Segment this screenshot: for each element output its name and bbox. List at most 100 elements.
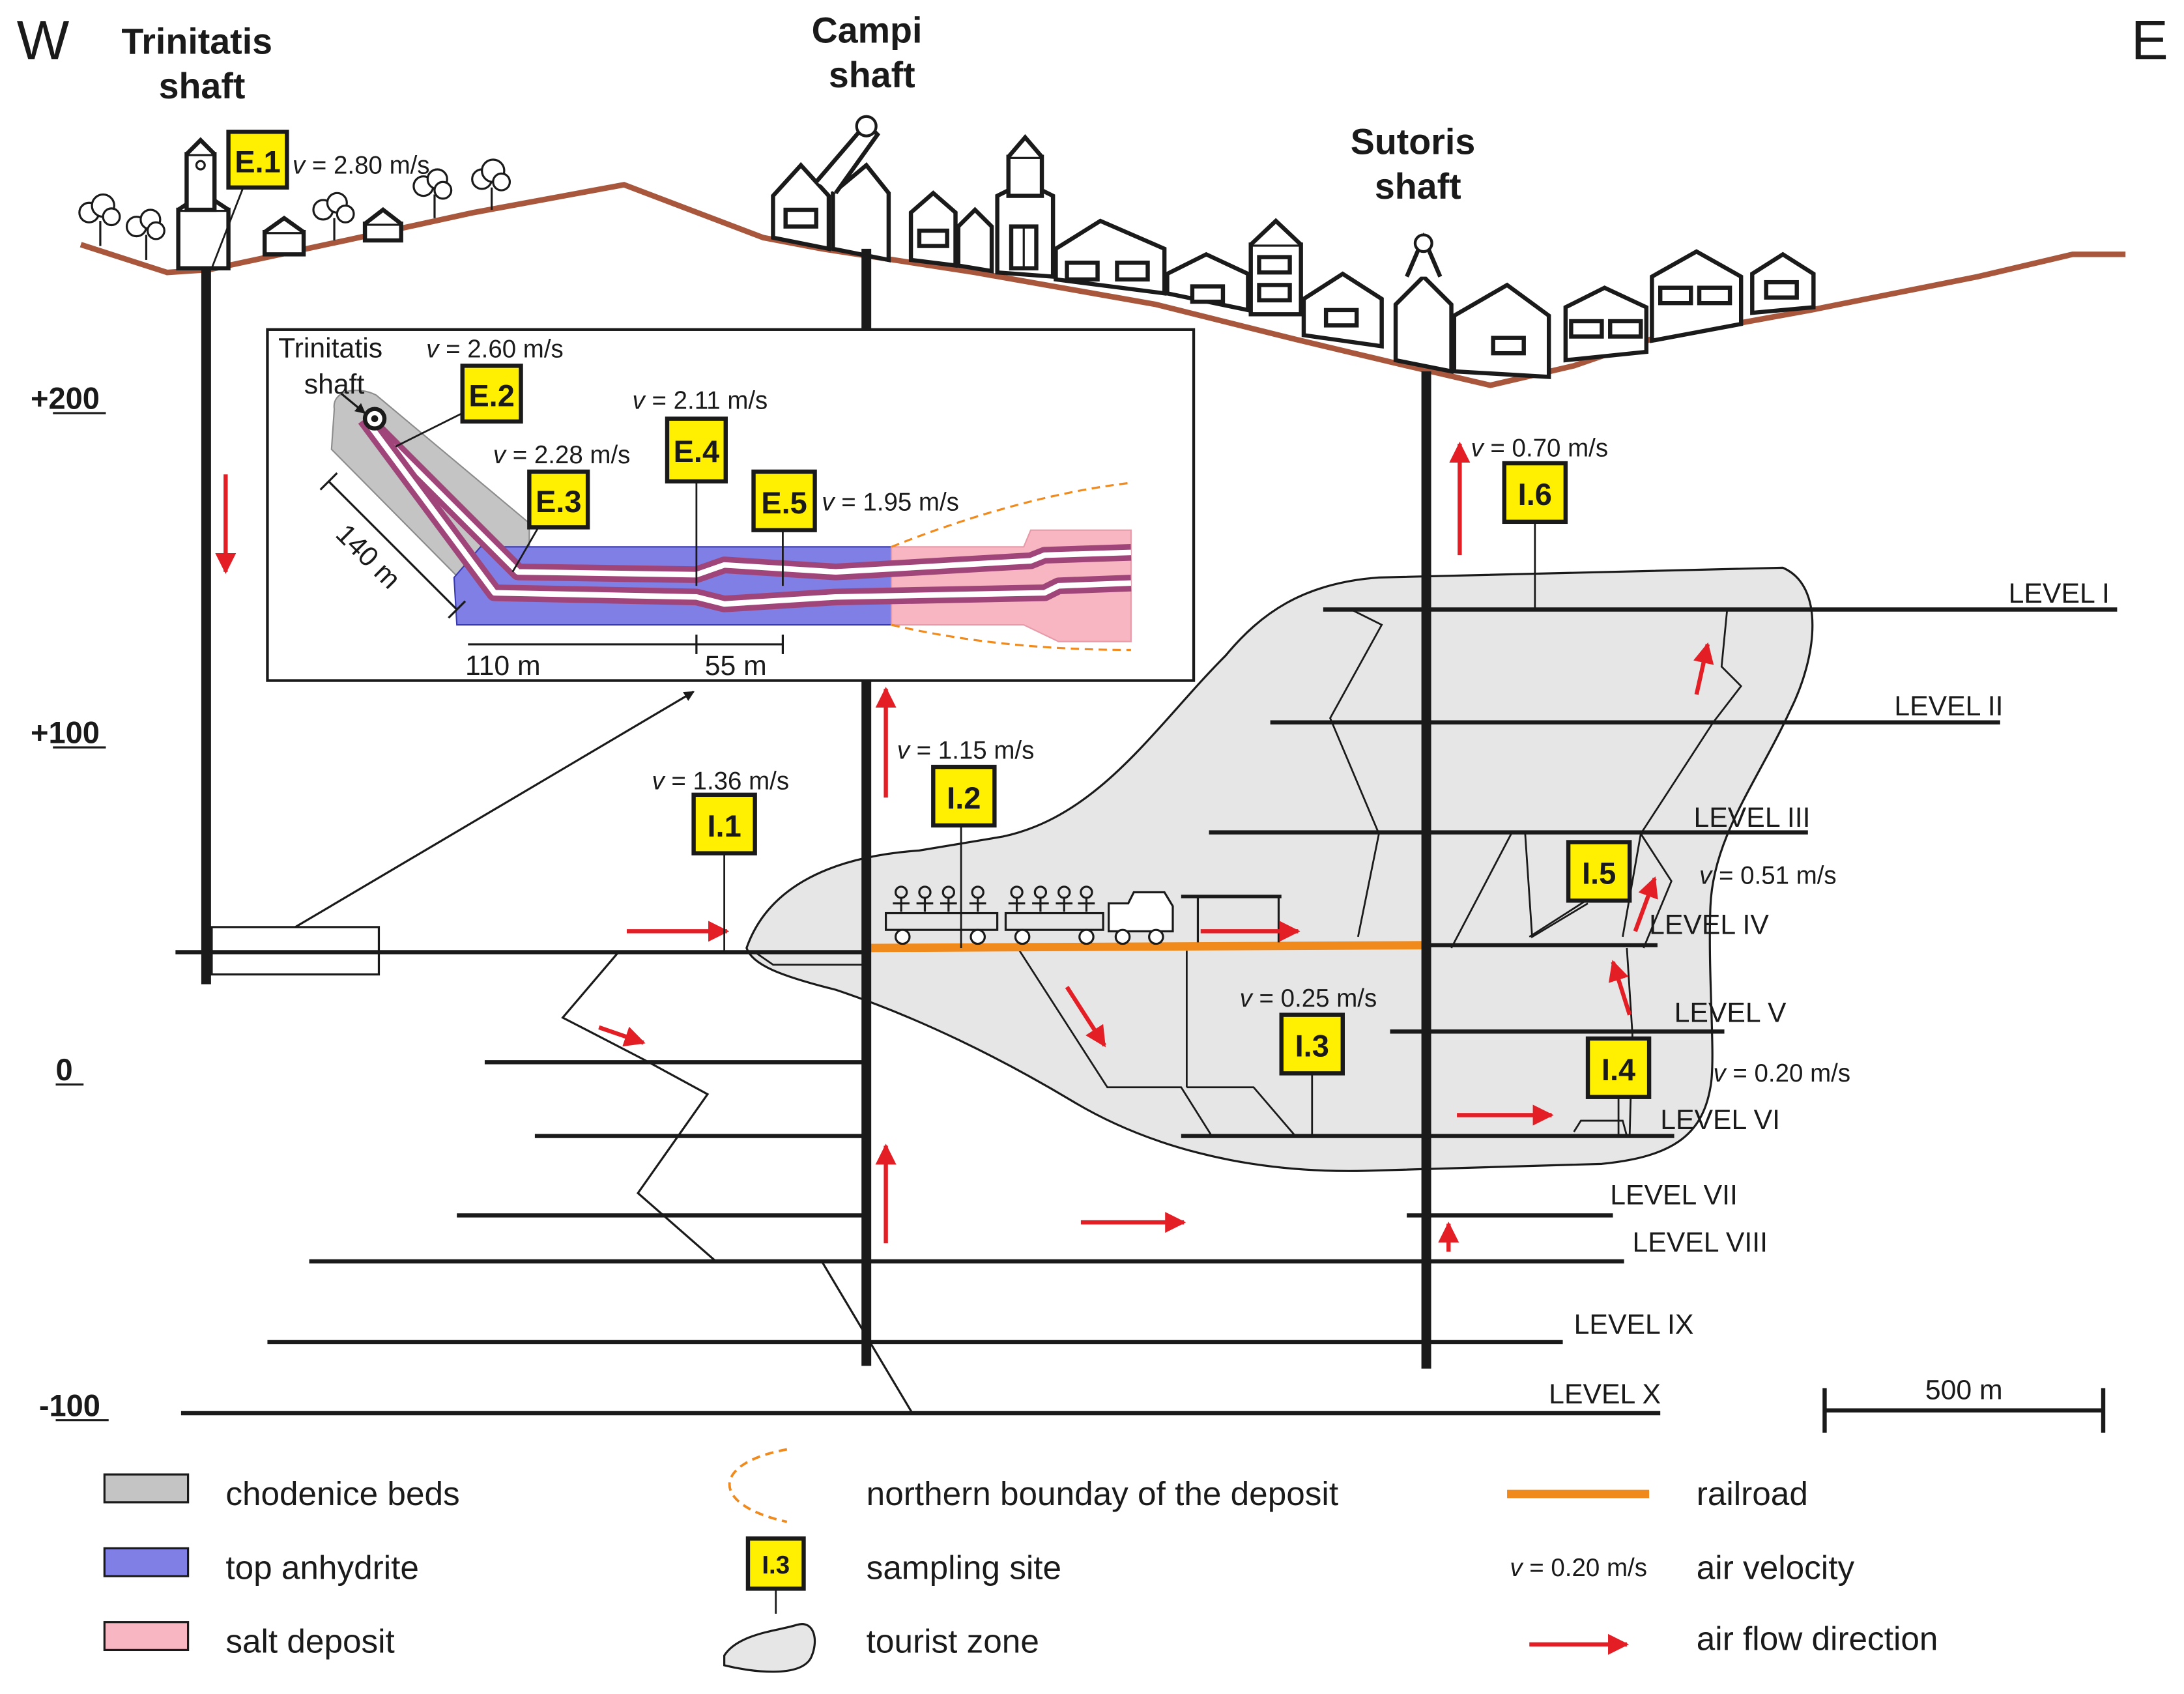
velocity-value: = 2.60 m/s [446, 336, 564, 364]
inclined-connection-gallery [561, 951, 913, 1414]
inset-dimension-110: 110 m [465, 650, 541, 682]
site-label: I.4 [1602, 1052, 1635, 1087]
sampling-site-i3: I.3 [1279, 1012, 1345, 1076]
site-label: I.6 [1518, 477, 1552, 511]
level-label: LEVEL III [1694, 802, 1811, 833]
legend-velocity-example-value: = 0.20 m/s [1529, 1554, 1647, 1582]
level-label: LEVEL V [1674, 997, 1787, 1028]
level-label: LEVEL VIII [1632, 1227, 1768, 1258]
sutoris-title-line2: shaft [1375, 166, 1461, 207]
tourist-zone-lower-edge [754, 951, 867, 966]
legend-velocity-example: v = 0.20 m/s [1510, 1554, 1647, 1582]
air-flow-arrow [1065, 986, 1106, 1048]
velocity-i4: v = 0.20 m/s [1713, 1059, 1850, 1087]
velocity-value: = 2.28 m/s [513, 441, 631, 469]
trinitatis-shaft-title: Trinitatis shaft [121, 22, 282, 106]
velocity-value: = 0.51 m/s [1719, 862, 1837, 890]
trinitatis-title-line1: Trinitatis [121, 22, 272, 62]
tourist-train [885, 885, 1282, 945]
velocity-i1: v = 1.36 m/s [652, 767, 789, 795]
railroad-line [866, 941, 1427, 953]
legend-sampling-label: sampling site [867, 1549, 1061, 1586]
v-symbol: v [1713, 1059, 1727, 1087]
legend-boundary-label: northern bounday of the deposit [867, 1475, 1338, 1512]
velocity-e4: v = 2.11 m/s [633, 387, 768, 415]
sampling-site-i1: I.1 [691, 792, 757, 855]
level-galleries [175, 607, 2118, 1416]
velocity-e2: v = 2.60 m/s [426, 336, 564, 364]
site-label: E.5 [761, 485, 807, 520]
v-symbol: v [633, 387, 647, 415]
trees [78, 158, 511, 260]
site-label: I.2 [947, 781, 981, 815]
level-labels: LEVEL I LEVEL II LEVEL III LEVEL IV LEVE… [1549, 578, 2110, 1410]
legend-chodenice-label: chodenice beds [225, 1475, 459, 1512]
site-label: E.1 [235, 144, 281, 179]
velocity-value: = 1.36 m/s [671, 767, 789, 795]
internal-galleries [1018, 609, 1743, 1137]
velocity-e3: v = 2.28 m/s [493, 441, 631, 469]
site-label: E.4 [674, 434, 720, 468]
level-label: LEVEL IX [1574, 1309, 1694, 1340]
ground-surface-line [79, 182, 2126, 388]
v-symbol: v [897, 736, 912, 764]
legend-railroad-label: railroad [1697, 1475, 1808, 1512]
elevation-label: 0 [56, 1052, 73, 1087]
sampling-site-i6: I.6 [1502, 461, 1568, 524]
sampling-leaders [210, 186, 1620, 1136]
level-label: LEVEL I [2009, 578, 2110, 609]
v-symbol: v [293, 151, 307, 179]
site-label: E.3 [536, 484, 582, 519]
velocity-e5: v = 1.95 m/s [822, 489, 959, 517]
scale-bar: 500 m [1822, 1375, 2106, 1433]
legend-sampling-example: I.3 [762, 1551, 790, 1579]
sampling-site-i5: I.5 [1566, 840, 1632, 903]
legend-velocity-label: air velocity [1697, 1549, 1855, 1586]
sampling-site-e1: E.1 [226, 130, 289, 190]
v-symbol: v [822, 489, 836, 517]
level-label: LEVEL IV [1649, 910, 1769, 941]
sampling-site-e4: E.4 [665, 416, 728, 484]
velocity-value: = 1.95 m/s [841, 489, 959, 517]
scale-bar-label: 500 m [1925, 1375, 2003, 1406]
inset-shaft-label: Trinitatis shaft [278, 333, 390, 401]
air-flow-arrow [1633, 876, 1658, 932]
sutoris-town-buildings [1393, 232, 1816, 379]
v-symbol: v [493, 441, 508, 469]
level-label: LEVEL X [1549, 1379, 1661, 1410]
v-symbol: v [1471, 434, 1485, 462]
site-label: E.2 [468, 378, 515, 412]
velocity-value: = 0.70 m/s [1490, 434, 1608, 462]
velocity-i6: v = 0.70 m/s [1471, 434, 1608, 462]
trinitatis-title-line2: shaft [159, 66, 246, 106]
velocity-i3: v = 0.25 m/s [1240, 984, 1377, 1012]
v-symbol: v [1699, 862, 1714, 890]
legend-flow-label: air flow direction [1697, 1620, 1938, 1657]
legend-anhydrite-label: top anhydrite [225, 1549, 419, 1586]
inset-shaft-line1: Trinitatis [278, 333, 382, 364]
campi-title-line2: shaft [829, 55, 915, 95]
velocity-i5: v = 0.51 m/s [1699, 862, 1837, 890]
site-label: I.3 [1295, 1029, 1329, 1063]
campi-title-line1: Campi [812, 10, 923, 50]
elevation-label: -100 [39, 1388, 100, 1422]
velocity-value: = 1.15 m/s [917, 736, 1035, 764]
sampling-site-i2: I.2 [931, 764, 997, 828]
velocity-i2: v = 1.15 m/s [897, 736, 1035, 764]
inset-panel [266, 328, 1196, 682]
inset-shaft-line2: shaft [304, 369, 365, 400]
level-label: LEVEL II [1894, 691, 2003, 722]
elevation-label: +200 [31, 381, 100, 416]
compass-west: W [17, 10, 70, 72]
sampling-site-e2: E.2 [460, 364, 523, 424]
legend-tourist-label: tourist zone [867, 1623, 1039, 1660]
velocity-e1: v = 2.80 m/s [293, 151, 430, 179]
air-flow-arrows [215, 441, 1714, 1252]
legend: chodenice beds top anhydrite salt deposi… [103, 1448, 1938, 1673]
trinitatis-buildings [176, 137, 403, 270]
sampling-site-i4: I.4 [1585, 1036, 1652, 1099]
velocity-value: = 0.20 m/s [1732, 1059, 1850, 1087]
v-symbol: v [1510, 1554, 1524, 1582]
sutoris-title-line1: Sutoris [1351, 121, 1475, 162]
